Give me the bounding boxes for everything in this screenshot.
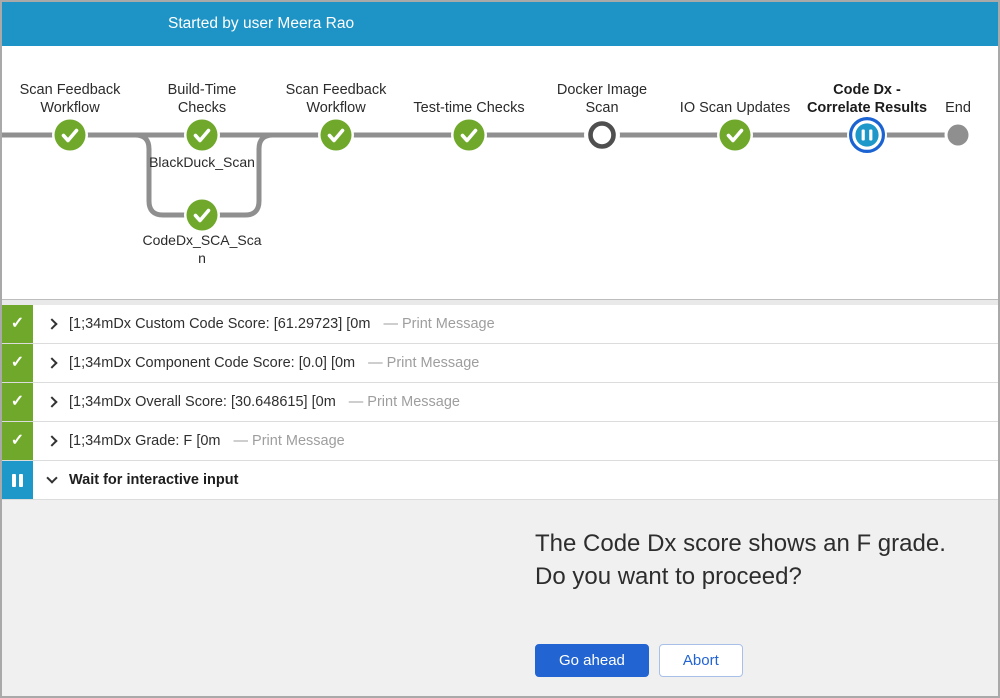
pause-icon [12, 473, 23, 487]
stage-node-end-end-icon[interactable] [947, 124, 969, 146]
branch-label-codedx-sca-scan-line: n [198, 250, 206, 266]
stage-label-build-time-checks-line: Build-Time [167, 82, 237, 98]
log-row-step-2[interactable]: ✓ [1;34mDx Component Code Score: [0.0] [0… [2, 344, 998, 383]
stage-node-io-scan-updates-success-icon[interactable] [719, 119, 751, 151]
interactive-input-panel: The Code Dx score shows an F grade. Do y… [2, 500, 998, 696]
input-actions: Go ahead Abort [535, 644, 743, 677]
check-icon [193, 128, 211, 143]
check-icon [460, 128, 478, 143]
log-step-type: — Print Message [233, 433, 345, 449]
stage-label-end-line: End [945, 100, 971, 116]
step-status-paused [2, 461, 33, 499]
check-icon: ✓ [10, 393, 25, 410]
build-cause-banner: Started by user Meera Rao [2, 2, 998, 46]
check-icon [726, 128, 744, 143]
branch-label-blackduck-scan-line: BlackDuck_Scan [149, 154, 255, 170]
check-icon [327, 128, 345, 143]
stage-node-code-dx-correlate-results-paused-icon[interactable] [855, 123, 879, 147]
stage-label-code-dx-correlate-results[interactable]: Code Dx - Correlate Results [807, 81, 927, 117]
pause-bar [869, 129, 873, 141]
log-step-title: [1;34mDx Component Code Score: [0.0] [0m [69, 355, 356, 371]
proceed-button[interactable]: Go ahead [535, 644, 649, 677]
log-row-step-3[interactable]: ✓ [1;34mDx Overall Score: [30.648615] [0m… [2, 383, 998, 422]
log-row-step-4[interactable]: ✓ [1;34mDx Grade: F [0m — Print Message [2, 422, 998, 461]
abort-button[interactable]: Abort [658, 644, 743, 677]
stage-label-scan-feedback-workflow-line: Workflow [40, 100, 100, 116]
prompt-line-2: Do you want to proceed? [535, 563, 802, 590]
log-row-step-1[interactable]: ✓ [1;34mDx Custom Code Score: [61.29723] … [2, 305, 998, 344]
stage-label-build-time-checks-line: Checks [177, 100, 227, 116]
stage-label-code-dx-correlate-results-line: Correlate Results [806, 100, 928, 116]
stage-label-scan-feedback-workflow-line: Scan Feedback [19, 82, 121, 98]
stage-label-code-dx-correlate-results-line: Code Dx - [833, 82, 901, 98]
log-step-title: [1;34mDx Grade: F [0m [69, 433, 221, 449]
stage-label-test-time-checks-line: Test-time Checks [413, 100, 525, 116]
pipeline-graph-canvas [2, 115, 972, 233]
chevron-right-icon [46, 357, 58, 369]
stage-node-scan-feedback-workflow-success-icon[interactable] [54, 119, 86, 151]
branch-node-codedx-sca-scan-success-icon[interactable] [186, 199, 218, 231]
check-icon [193, 208, 211, 223]
check-icon: ✓ [10, 432, 25, 449]
log-step-type: — Print Message [383, 316, 495, 332]
log-row-wait-input[interactable]: Wait for interactive input [2, 461, 998, 500]
log-step-title: Wait for interactive input [69, 472, 239, 488]
stage-label-scan-feedback-workflow-line: Workflow [306, 100, 366, 116]
branch-label-blackduck-scan[interactable]: BlackDuck_Scan [149, 153, 255, 171]
stage-node-docker-image-scan-pending-icon[interactable] [588, 121, 616, 149]
chevron-right-icon [46, 435, 58, 447]
build-cause-text: Started by user Meera Rao [168, 15, 355, 32]
check-icon: ✓ [10, 315, 25, 332]
log-step-type: — Print Message [348, 394, 460, 410]
step-status-success: ✓ [2, 383, 33, 421]
log-step-title: [1;34mDx Custom Code Score: [61.29723] [… [69, 316, 371, 332]
step-status-success: ✓ [2, 344, 33, 382]
check-icon: ✓ [10, 354, 25, 371]
log-step-list: ✓ [1;34mDx Custom Code Score: [61.29723] … [2, 305, 998, 500]
stage-label-io-scan-updates-line: IO Scan Updates [679, 100, 791, 116]
log-step-title: [1;34mDx Overall Score: [30.648615] [0m [69, 394, 336, 410]
stage-node-scan-feedback-workflow-success-icon[interactable] [320, 119, 352, 151]
stage-label-docker-image-scan-line: Docker Image [556, 82, 648, 98]
stage-label-docker-image-scan-line: Scan [585, 100, 619, 116]
divider [2, 299, 998, 305]
chevron-down-icon [46, 472, 58, 484]
pause-bar [861, 129, 865, 141]
branch-label-codedx-sca-scan-line: CodeDx_SCA_Sca [142, 232, 262, 248]
step-status-success: ✓ [2, 422, 33, 460]
chevron-right-icon [46, 318, 58, 330]
stage-node-build-time-checks-success-icon[interactable] [186, 119, 218, 151]
input-prompt-message: The Code Dx score shows an F grade. Do y… [535, 527, 946, 593]
step-status-success: ✓ [2, 305, 33, 343]
stage-node-test-time-checks-success-icon[interactable] [453, 119, 485, 151]
log-step-type: — Print Message [368, 355, 480, 371]
stage-label-test-time-checks[interactable]: Test-time Checks [413, 99, 524, 117]
chevron-right-icon [46, 396, 58, 408]
check-icon [61, 128, 79, 143]
stage-label-scan-feedback-workflow-line: Scan Feedback [285, 82, 387, 98]
prompt-line-1: The Code Dx score shows an F grade. [535, 530, 946, 557]
stage-label-io-scan-updates[interactable]: IO Scan Updates [680, 99, 790, 117]
stage-label-end[interactable]: End [945, 99, 971, 117]
